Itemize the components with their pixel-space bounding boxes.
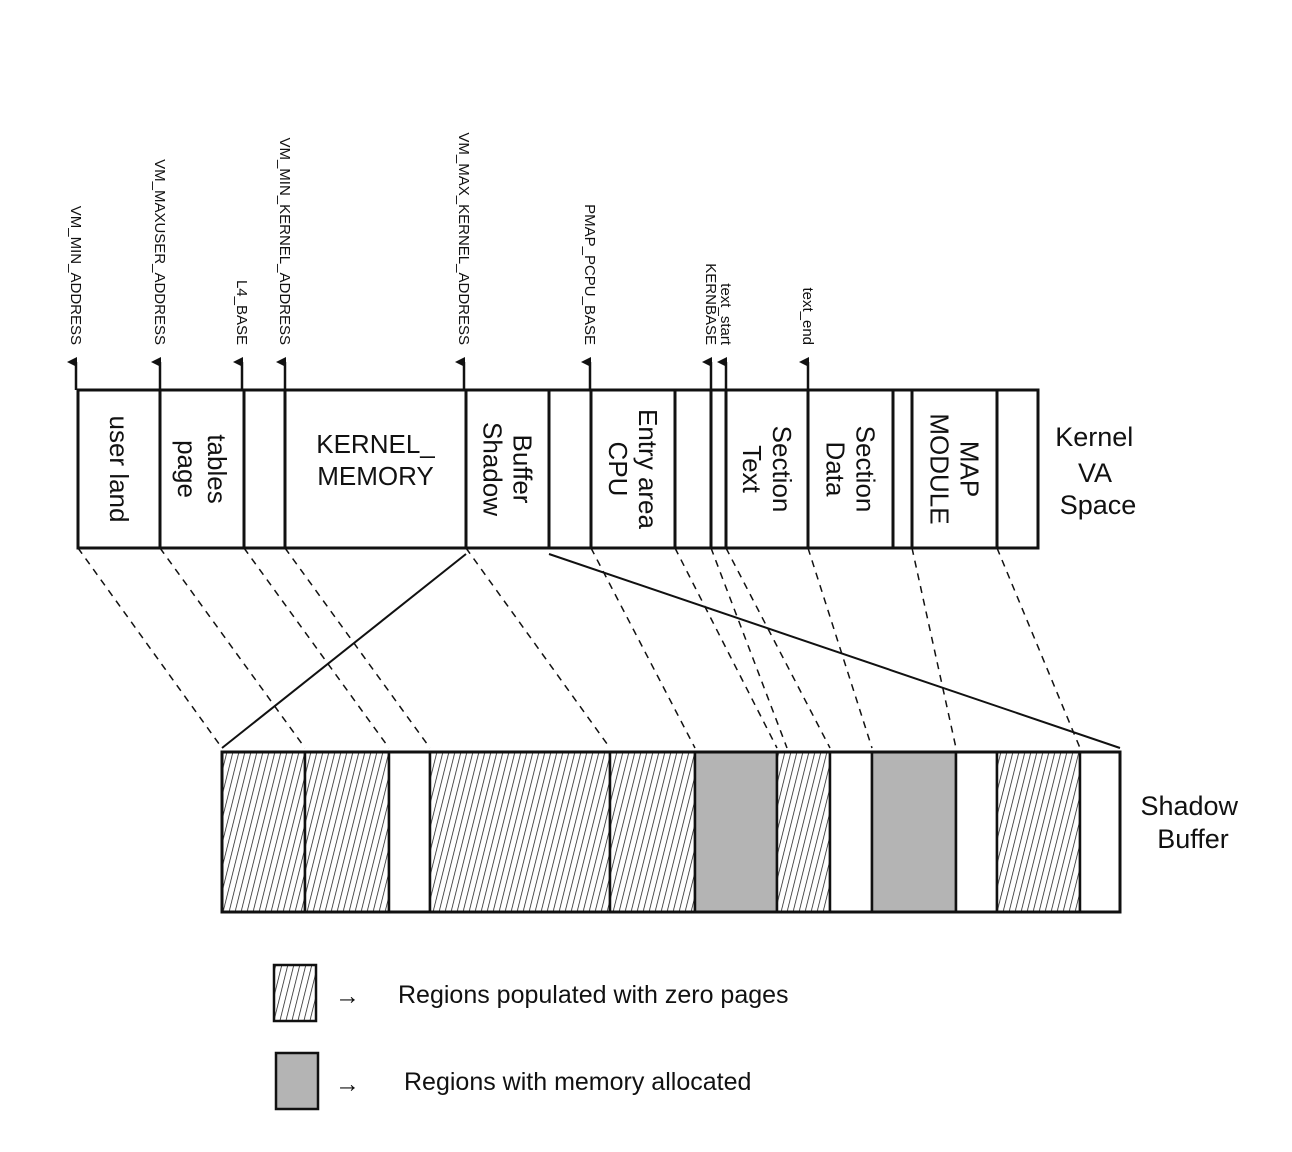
dashed-connector	[996, 547, 1081, 749]
address-marker: VM_MAXUSER_ADDRESS	[151, 159, 168, 390]
shadow-segment-zero	[995, 750, 1082, 914]
dashed-connector	[710, 547, 788, 749]
shadow-segment-zero	[303, 750, 391, 914]
shadow-segment-empty	[387, 750, 432, 914]
solid-connector	[221, 553, 467, 749]
shadow-segment-empty	[954, 750, 999, 914]
va-region-label: DataSection	[821, 426, 881, 513]
dashed-connector	[284, 547, 431, 749]
va-region-label: pagetables	[172, 434, 232, 503]
solid-connector	[548, 553, 1121, 749]
legend-zero-label: Regions populated with zero pages	[398, 981, 789, 1009]
shadow-buffer-segments	[220, 750, 1122, 914]
va-region-label: CPUEntry area	[603, 409, 663, 529]
address-marker: text_start	[717, 283, 734, 390]
address-marker-label: KERNBASE	[702, 263, 719, 345]
dashed-connector	[590, 547, 696, 749]
shadow-buffer-bar	[220, 750, 1122, 914]
address-marker: KERNBASE	[702, 263, 719, 390]
address-marker: VM_MAX_KERNEL_ADDRESS	[455, 132, 472, 390]
kernel-va-dividers	[158, 390, 999, 548]
mapping-connectors	[77, 547, 1121, 749]
shadow-segment-allocated	[870, 750, 958, 914]
address-marker-label: VM_MAXUSER_ADDRESS	[151, 159, 168, 345]
va-region-label: MODULEMAP	[925, 413, 985, 524]
address-marker: L4_BASE	[233, 280, 250, 390]
va-region-label: user land	[104, 416, 134, 523]
kernel-va-bar: user land pagetables KERNEL_MEMORY ShadowBu…	[76, 388, 1040, 550]
dashed-connector	[159, 547, 306, 749]
shadow-segment-zero	[428, 750, 612, 914]
shadow-buffer-label: Shadow Buffer	[1140, 791, 1245, 854]
address-marker: VM_MIN_KERNEL_ADDRESS	[276, 137, 293, 390]
legend: → Regions populated with zero pages → Re…	[272, 963, 789, 1111]
legend-zero-swatch	[272, 963, 318, 1023]
address-marker: VM_MIN_ADDRESS	[67, 206, 84, 390]
address-marker-label: PMAP_PCPU_BASE	[581, 204, 598, 345]
kernel-va-space-label: Kernel VA Space	[1055, 422, 1141, 520]
shadow-segment-empty	[1078, 750, 1122, 914]
dashed-connector	[465, 547, 611, 749]
address-markers: VM_MIN_ADDRESS VM_MAXUSER_ADDRESS L4_BASE V…	[67, 132, 816, 390]
kernel-va-region-labels: user land pagetables KERNEL_MEMORY ShadowBu…	[104, 409, 985, 529]
address-marker-label: text_start	[717, 283, 734, 346]
dashed-connector	[674, 547, 778, 749]
shadow-segment-zero	[220, 750, 307, 914]
va-region-label: TextSection	[737, 426, 797, 513]
shadow-segment-empty	[828, 750, 874, 914]
shadow-segment-zero	[775, 750, 832, 914]
dashed-connector	[807, 547, 873, 749]
dashed-connector	[243, 547, 390, 749]
va-region-label: KERNEL_MEMORY	[316, 429, 435, 491]
address-marker: text_end	[799, 287, 816, 390]
legend-allocated-swatch	[274, 1051, 320, 1111]
dashed-connector	[911, 547, 957, 749]
shadow-segment-allocated	[693, 750, 779, 914]
legend-allocated-arrow: →	[335, 1070, 360, 1098]
address-marker-label: VM_MIN_KERNEL_ADDRESS	[276, 137, 293, 345]
legend-zero-arrow: →	[335, 982, 360, 1010]
address-marker-label: L4_BASE	[233, 280, 250, 345]
address-marker-label: VM_MIN_ADDRESS	[67, 206, 84, 345]
shadow-segment-zero	[608, 750, 697, 914]
address-marker: PMAP_PCPU_BASE	[581, 204, 598, 390]
address-marker-label: text_end	[799, 287, 816, 345]
legend-allocated-label: Regions with memory allocated	[404, 1068, 751, 1096]
dashed-connector	[77, 547, 223, 749]
dashed-connector	[725, 547, 831, 749]
va-region-label: ShadowBuffer	[478, 422, 538, 516]
address-marker-label: VM_MAX_KERNEL_ADDRESS	[455, 132, 472, 345]
